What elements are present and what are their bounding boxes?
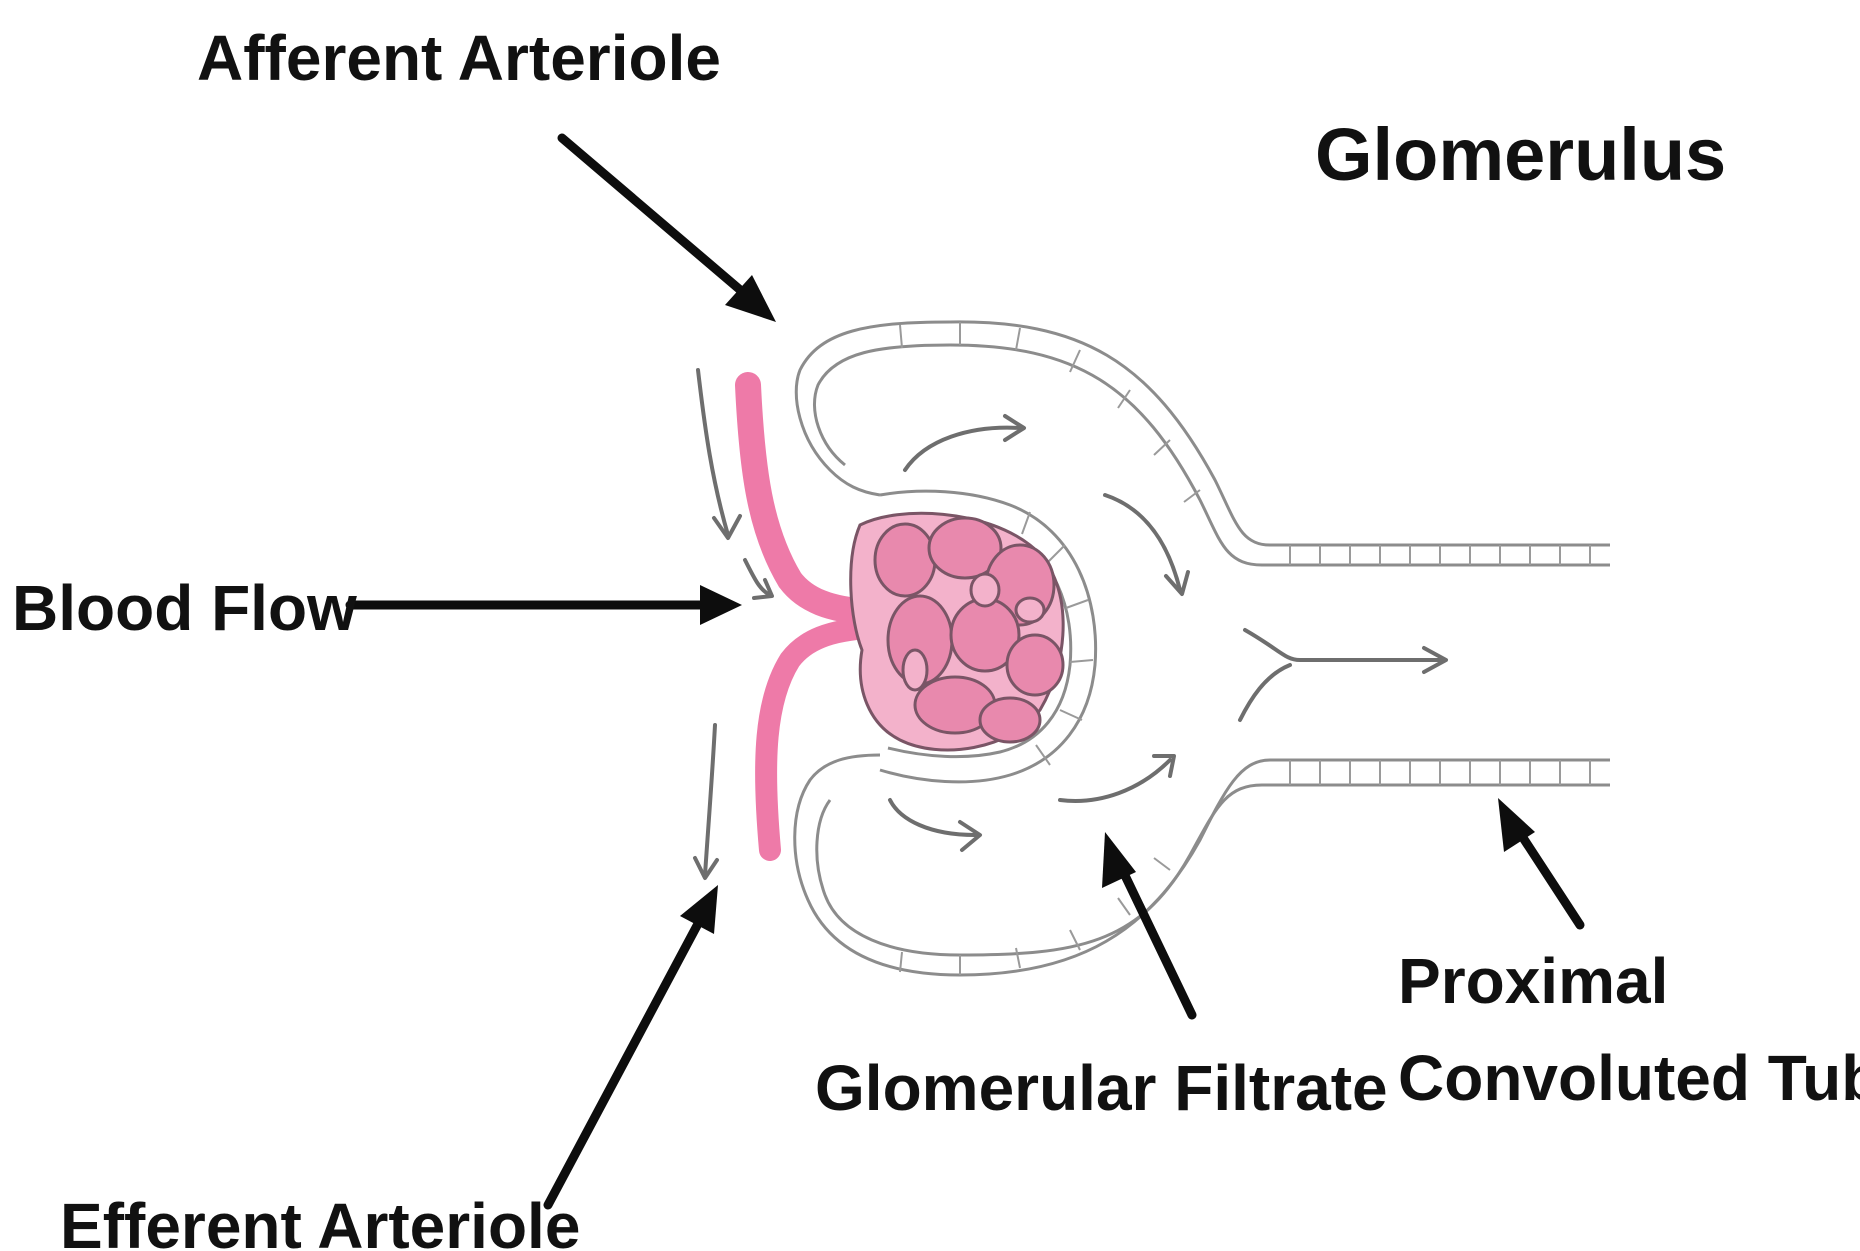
filtrate-pointer-line — [1120, 865, 1192, 1015]
label-afferent-arteriole: Afferent Arteriole — [197, 22, 721, 94]
label-glomerular-filtrate: Glomerular Filtrate — [815, 1052, 1388, 1124]
label-proximal: Proximal — [1398, 945, 1668, 1017]
label-blood-flow: Blood Flow — [12, 572, 357, 644]
afferent-pointer-line — [562, 138, 752, 300]
blood-flow-pointer-head — [700, 585, 742, 625]
label-efferent-arteriole: Efferent Arteriole — [60, 1190, 580, 1251]
label-convoluted-tubule: Convoluted Tubule — [1398, 1042, 1860, 1114]
diagram-title: Glomerulus — [1315, 113, 1726, 196]
capillary-tuft — [851, 513, 1063, 750]
efferent-pointer-line — [548, 920, 700, 1205]
tubule-pointer-line — [1518, 830, 1580, 925]
